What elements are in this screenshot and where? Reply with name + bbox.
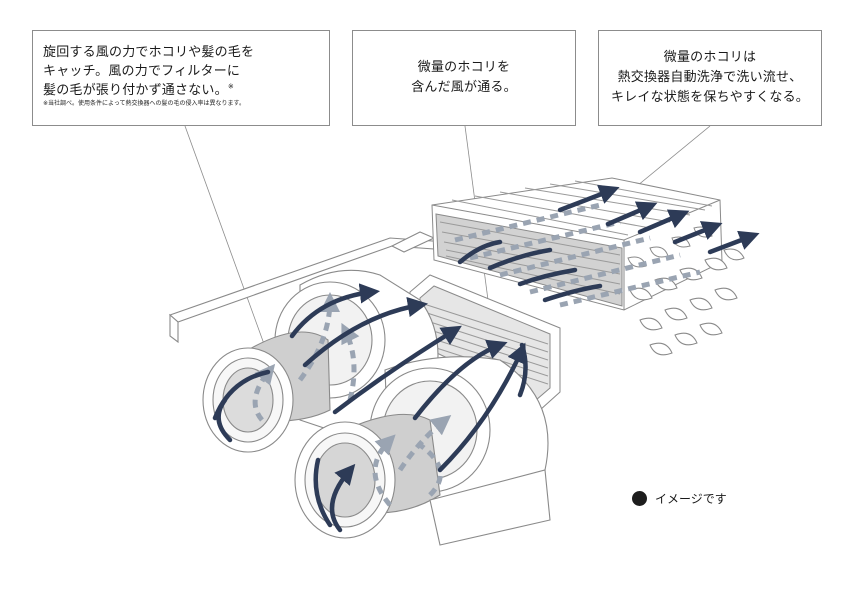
callout-exchanger-text: 微量のホコリは 熱交換器自動洗浄で洗い流せ、 キレイな状態を保ちやすくなる。 <box>610 50 809 105</box>
callout-filter-mark: ※ <box>227 82 234 91</box>
callout-filter-note: ※当社調べ。使用条件によって熱交換器への髪の毛の侵入率は異なります。 <box>43 100 245 107</box>
legend-text: イメージです <box>655 492 727 506</box>
legend-dot-icon <box>632 491 647 506</box>
upper-fan <box>202 269 439 453</box>
callout-airflow: 微量のホコリを 含んだ風が通る。 <box>352 30 576 126</box>
dust-airflow-dashed <box>252 202 701 507</box>
image-legend: イメージです <box>632 490 727 507</box>
callout-filter: 旋回する風の力でホコリや髪の毛を キャッチ。風の力でフィルターに 髪の毛が張り付… <box>32 30 330 126</box>
airflow-arrows <box>212 184 760 533</box>
callout-filter-text: 旋回する風の力でホコリや髪の毛を キャッチ。風の力でフィルターに 髪の毛が張り付… <box>43 45 255 98</box>
callout-airflow-text: 微量のホコリを 含んだ風が通る。 <box>411 60 517 95</box>
callout-exchanger: 微量のホコリは 熱交換器自動洗浄で洗い流せ、 キレイな状態を保ちやすくなる。 <box>598 30 822 126</box>
